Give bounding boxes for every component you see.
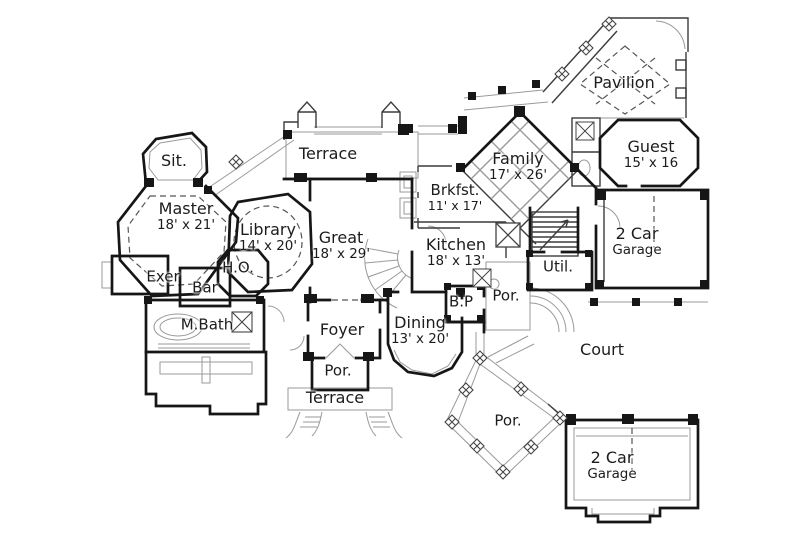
room-name: Util. xyxy=(543,257,573,276)
room-label-butlers-pantry: B.P xyxy=(448,292,474,311)
room-name: Master xyxy=(158,199,214,219)
room-name: Great xyxy=(318,228,364,248)
room-name: Terrace xyxy=(298,143,358,163)
room-name: H.O. xyxy=(222,258,254,277)
room-name: Library xyxy=(240,220,296,240)
room-name: Family xyxy=(492,149,544,169)
room-name: Foyer xyxy=(319,319,365,339)
room-label-porch-south: Por. xyxy=(324,361,352,380)
room-label-foyer: Foyer xyxy=(319,319,365,339)
room-name: Por. xyxy=(492,286,520,305)
room-name: Pavilion xyxy=(593,72,655,92)
room-dimensions: 18' x 29' xyxy=(311,247,371,263)
room-name: 2 Car xyxy=(590,448,634,468)
room-dimensions: 13' x 20' xyxy=(390,332,450,348)
room-label-master-bath: M.Bath xyxy=(180,315,234,334)
room-label-court: Court xyxy=(580,339,624,359)
room-dimensions: 14' x 20' xyxy=(238,239,298,255)
room-label-porch-sw: Por. xyxy=(494,411,522,430)
room-name: Por. xyxy=(494,411,522,430)
room-name: Exer xyxy=(146,267,180,286)
room-name: M.Bath xyxy=(180,315,234,334)
room-label-exercise: Exer xyxy=(146,267,180,286)
room-dimensions: 11' x 17' xyxy=(427,198,483,214)
room-name: Terrace xyxy=(305,387,365,407)
room-name: Sit. xyxy=(161,150,187,170)
room-label-breakfast: Brkfst.11' x 17' xyxy=(427,181,483,214)
room-label-terrace-top: Terrace xyxy=(298,143,358,163)
room-label-terrace-bottom: Terrace xyxy=(305,387,365,407)
room-name: Por. xyxy=(324,361,352,380)
room-label-sitting: Sit. xyxy=(161,150,187,170)
room-label-home-office: H.O. xyxy=(222,258,254,277)
room-dimensions: Garage xyxy=(587,467,637,483)
room-label-pavilion: Pavilion xyxy=(593,72,655,92)
wall-fills xyxy=(144,80,708,425)
room-dimensions: Garage xyxy=(612,243,662,259)
room-dimensions: 18' x 13' xyxy=(426,254,486,270)
room-dimensions: 17' x 26' xyxy=(488,168,548,184)
room-label-bar: Bar xyxy=(192,278,218,297)
room-dimensions: 15' x 16 xyxy=(623,156,679,172)
room-name: Bar xyxy=(192,278,218,297)
room-name: B.P xyxy=(448,292,474,311)
room-name: Dining xyxy=(394,313,446,333)
room-name: 2 Car xyxy=(615,224,659,244)
room-label-porch-east: Por. xyxy=(492,286,520,305)
room-label-utility: Util. xyxy=(543,257,573,276)
room-name: Court xyxy=(580,339,624,359)
room-name: Guest xyxy=(627,137,675,157)
room-name: Kitchen xyxy=(425,235,487,255)
room-dimensions: 18' x 21' xyxy=(156,218,216,234)
room-name: Brkfst. xyxy=(430,181,480,200)
